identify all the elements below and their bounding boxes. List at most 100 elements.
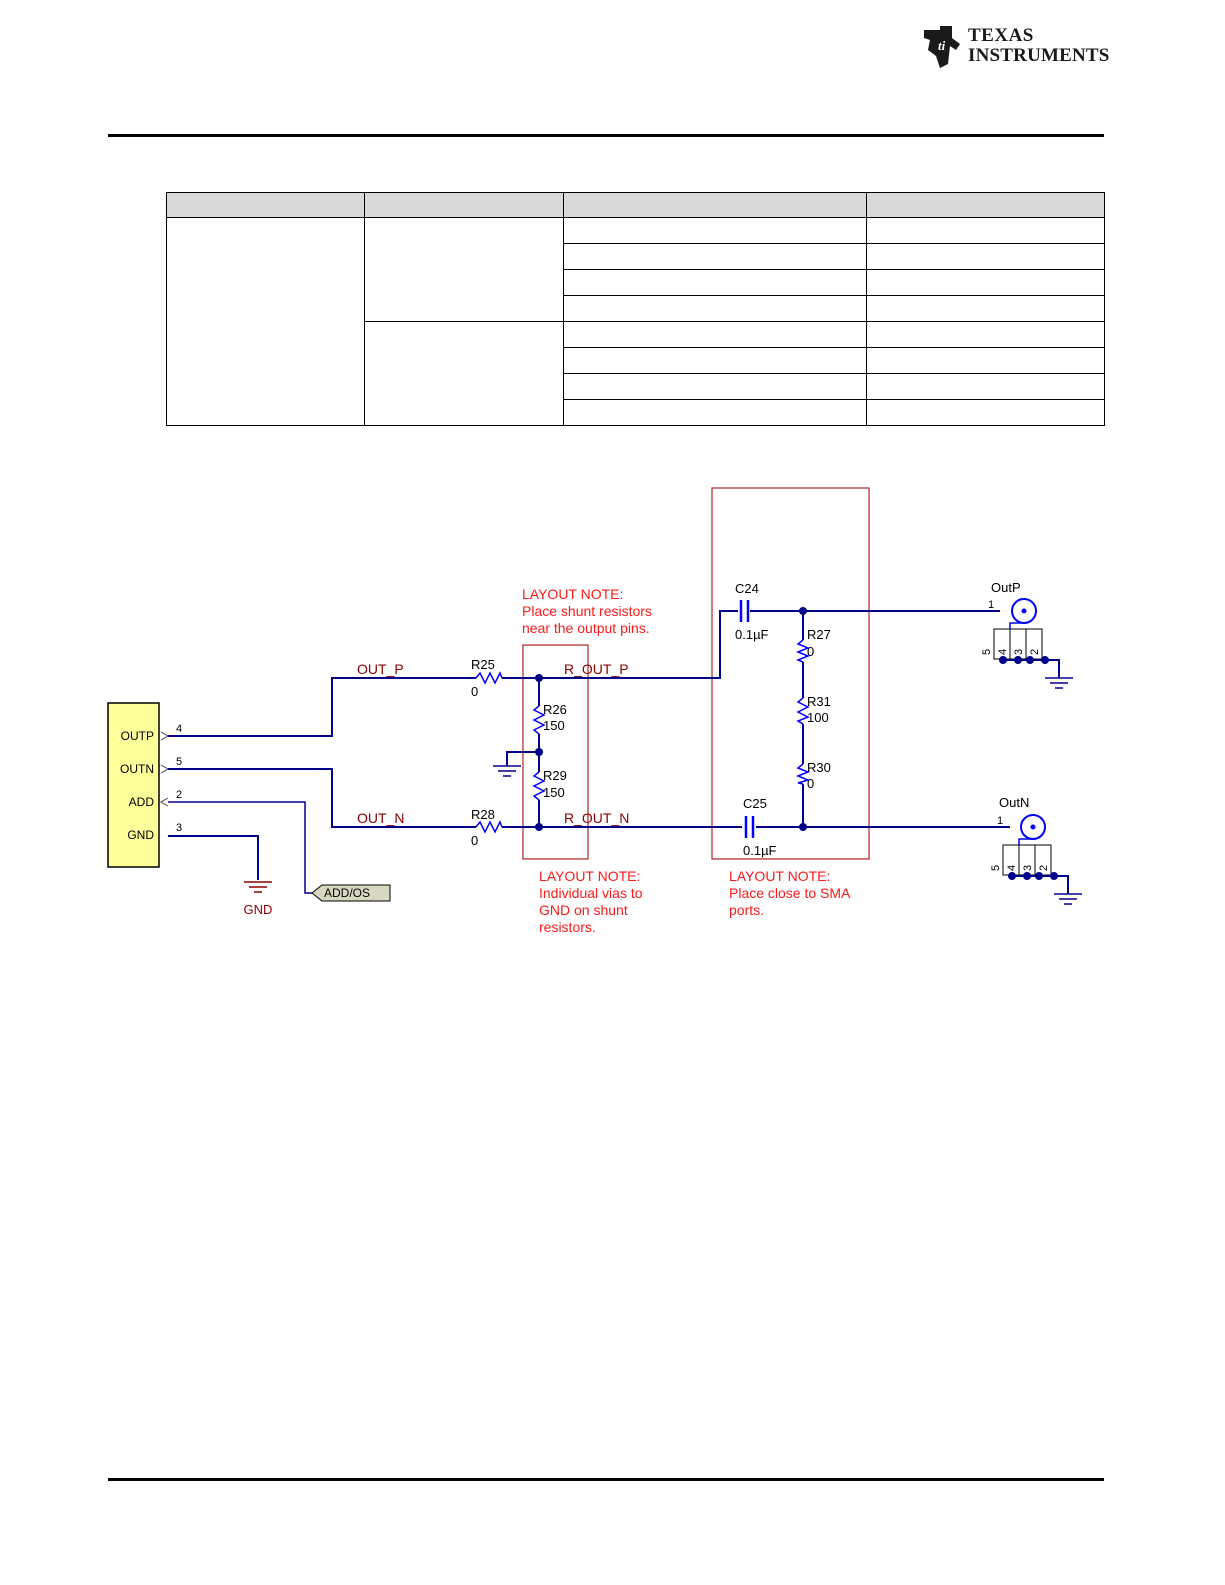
net-label-out-n: OUT_N xyxy=(357,810,404,826)
resistor-r28-icon xyxy=(475,820,503,834)
sma-connector-outn xyxy=(1002,814,1069,894)
pin-arrows xyxy=(159,731,170,807)
note-line: LAYOUT NOTE: xyxy=(522,586,623,602)
add-wire xyxy=(168,801,312,894)
note-line: Place shunt resistors xyxy=(522,603,652,619)
table-cell xyxy=(866,347,1105,374)
junction-dots xyxy=(535,607,807,831)
table-cell xyxy=(364,321,564,426)
table-cell xyxy=(563,321,867,348)
connector-pin1-outp: 1 xyxy=(988,599,994,611)
table-header-cell xyxy=(563,192,867,218)
gnd-net-label: GND xyxy=(244,902,273,917)
ground-outn-icon xyxy=(1054,893,1082,905)
part-value: 150 xyxy=(543,785,565,800)
part-ref: R28 xyxy=(471,807,495,822)
connector-pin1-outn: 1 xyxy=(997,815,1003,827)
table-row xyxy=(167,347,1105,374)
table-header-row xyxy=(166,192,1105,218)
resistor-r26-icon xyxy=(532,705,546,735)
table-cell xyxy=(866,269,1105,296)
table-cell xyxy=(866,321,1105,348)
table-cell xyxy=(563,399,867,426)
pin-label-gnd: GND xyxy=(127,828,154,842)
ti-logo: ti TEXAS INSTRUMENTS xyxy=(918,20,1110,72)
capacitor-c24-icon xyxy=(739,600,750,622)
table-cell xyxy=(866,295,1105,322)
connector-pin: 3 xyxy=(1013,649,1025,655)
part-value: 0 xyxy=(807,644,814,659)
part-ref: R31 xyxy=(807,694,831,709)
net-label-out-p: OUT_P xyxy=(357,661,404,677)
add-os-label: ADD/OS xyxy=(324,886,370,900)
sma-layout-box xyxy=(711,487,870,860)
amplifier-block xyxy=(107,702,160,868)
svg-text:ti: ti xyxy=(938,38,946,53)
note-line: Individual vias to xyxy=(539,885,643,901)
footer-rule xyxy=(108,1478,1104,1481)
table-cell xyxy=(166,217,365,426)
part-value: 0.1µF xyxy=(743,843,777,858)
logo-wordmark: TEXAS INSTRUMENTS xyxy=(968,26,1110,66)
table-row xyxy=(167,399,1105,426)
part-ref: R29 xyxy=(543,768,567,783)
table-cell xyxy=(563,269,867,296)
part-ref: R26 xyxy=(543,702,567,717)
logo-line1: TEXAS xyxy=(968,25,1034,46)
table-cell xyxy=(866,373,1105,400)
note-line: GND on shunt xyxy=(539,902,628,918)
pin-label-outp: OUTP xyxy=(121,729,154,743)
part-ref: C25 xyxy=(743,796,767,811)
table-cell xyxy=(563,373,867,400)
layout-note-shunt-bottom: LAYOUT NOTE: Individual vias to GND on s… xyxy=(539,868,643,935)
layout-note-shunt-top: LAYOUT NOTE: Place shunt resistors near … xyxy=(522,586,652,636)
pin-number: 4 xyxy=(176,723,182,735)
ground-gnd-icon xyxy=(244,881,272,893)
note-line: ports. xyxy=(729,902,764,918)
part-value: 0.1µF xyxy=(735,627,769,642)
resistor-r25-icon xyxy=(475,671,503,685)
ground-shunt-icon xyxy=(493,765,521,777)
resistor-r29-icon xyxy=(532,771,546,801)
part-value: 0 xyxy=(471,684,478,699)
pin-label-outn: OUTN xyxy=(120,762,154,776)
table-cell xyxy=(563,217,867,244)
connector-name-outp: OutP xyxy=(991,580,1021,595)
table-cell xyxy=(866,217,1105,244)
add-os-port xyxy=(311,884,391,902)
connector-pin: 2 xyxy=(1029,649,1041,655)
table-cell xyxy=(563,295,867,322)
resistor-r27-icon xyxy=(795,639,811,663)
ground-outp-icon xyxy=(1045,677,1073,689)
pin-number: 3 xyxy=(176,822,182,834)
table-cell xyxy=(563,347,867,374)
part-value: 100 xyxy=(807,710,829,725)
output-schematic: OUTP OUTN ADD GND 4 5 2 3 xyxy=(107,487,1082,935)
net-label-r-out-n: R_OUT_N xyxy=(564,810,629,826)
resistor-r31-icon xyxy=(796,697,810,725)
table-cell xyxy=(866,243,1105,270)
part-value: 0 xyxy=(471,833,478,848)
table-cell xyxy=(563,243,867,270)
part-value: 150 xyxy=(543,718,565,733)
note-line: LAYOUT NOTE: xyxy=(539,868,640,884)
pin-number: 5 xyxy=(176,756,182,768)
connector-pin: 2 xyxy=(1038,865,1050,871)
note-line: LAYOUT NOTE: xyxy=(729,868,830,884)
sma-connector-outp xyxy=(993,598,1060,678)
note-line: resistors. xyxy=(539,919,596,935)
connector-pin: 5 xyxy=(990,865,1002,871)
ti-state-logo-icon: ti xyxy=(924,26,960,68)
table-header-cell xyxy=(364,192,564,218)
note-line: near the output pins. xyxy=(522,620,650,636)
pin-label-add: ADD xyxy=(129,795,155,809)
connector-name-outn: OutN xyxy=(999,795,1029,810)
part-ref: R25 xyxy=(471,657,495,672)
table-header-cell xyxy=(866,192,1105,218)
connector-pin: 4 xyxy=(1006,865,1018,871)
capacitor-c25-icon xyxy=(744,816,755,838)
logo-line2: INSTRUMENTS xyxy=(968,45,1110,66)
table-cell xyxy=(866,399,1105,426)
resistor-r30-icon xyxy=(795,763,811,785)
note-line: Place close to SMA xyxy=(729,885,851,901)
